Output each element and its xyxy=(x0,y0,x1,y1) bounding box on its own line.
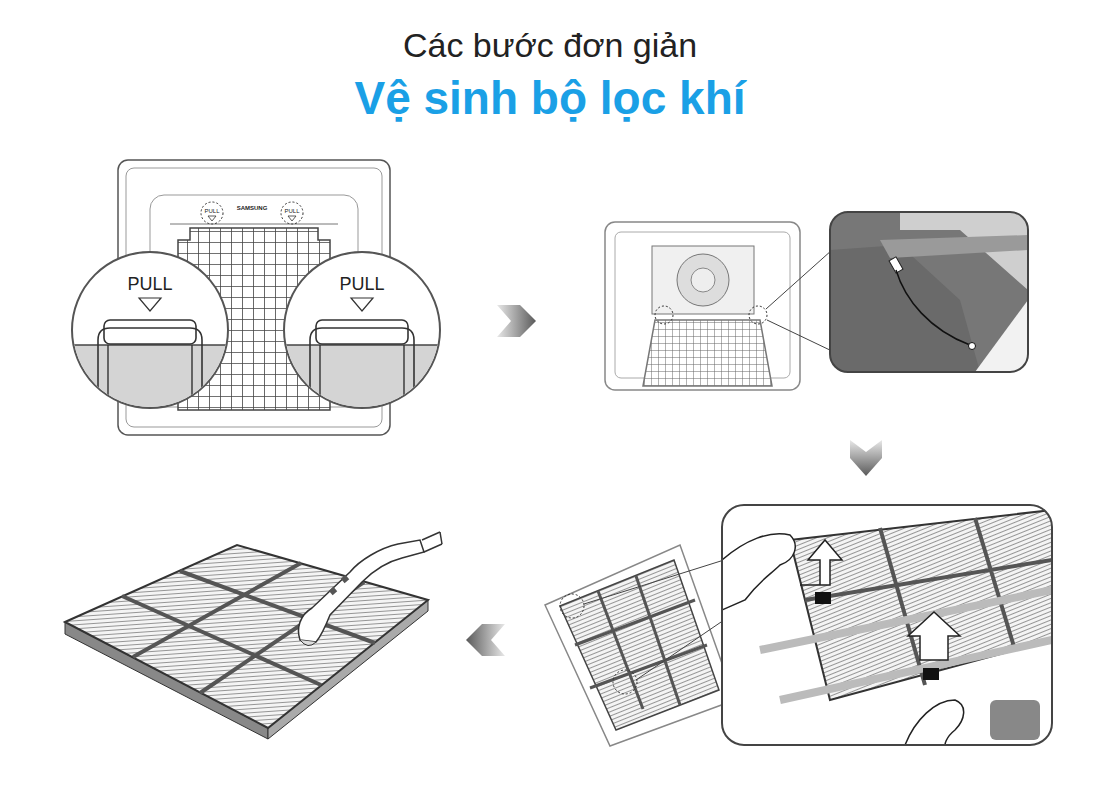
filter-removal xyxy=(560,560,719,730)
inset-hands xyxy=(722,505,1052,745)
open-unit xyxy=(691,268,715,292)
inset-cord xyxy=(830,212,1028,372)
magnifier-left xyxy=(104,320,196,344)
magnifier-left xyxy=(108,345,192,410)
inset-cord xyxy=(896,270,970,345)
inset-hands xyxy=(722,505,1052,745)
inset-hands xyxy=(760,590,1052,700)
filter-removal xyxy=(575,576,707,709)
inset-hands xyxy=(923,668,939,680)
filter-vacuum xyxy=(300,640,316,646)
filter-vacuum xyxy=(440,532,442,544)
magnifier-left xyxy=(60,252,240,425)
inset-cord xyxy=(969,343,976,350)
open-unit xyxy=(652,246,754,314)
inset-hands xyxy=(990,700,1040,740)
open-unit xyxy=(643,320,772,386)
filter-vacuum xyxy=(299,540,425,642)
pull-mark: PULL xyxy=(284,208,299,215)
filter-vacuum xyxy=(422,532,442,552)
inset-cord xyxy=(880,235,1028,258)
inset-hands xyxy=(905,700,964,745)
step-arrow xyxy=(497,305,536,337)
open-unit xyxy=(655,306,673,324)
magnifier-left xyxy=(60,320,240,425)
title: Vệ sinh bộ lọc khí xyxy=(354,73,745,124)
magnifier-left xyxy=(139,298,161,311)
inset-hands xyxy=(722,534,795,610)
filter-removal xyxy=(545,545,735,746)
step-arrow xyxy=(850,440,882,476)
filter-removal xyxy=(545,545,735,746)
open-unit xyxy=(605,222,834,390)
cassette-unit xyxy=(170,224,338,225)
inset-cord xyxy=(830,212,1028,372)
magnifier-right xyxy=(272,252,452,425)
inset-hands xyxy=(800,540,842,585)
inset-hands xyxy=(815,592,831,604)
magnifier-left xyxy=(60,345,240,425)
step-arrow xyxy=(466,624,505,656)
pull-mark: PULL xyxy=(204,208,219,215)
cassette-unit xyxy=(281,202,303,224)
inset-cord xyxy=(975,300,1028,372)
brand-text: SAMSUNG xyxy=(237,205,268,212)
inset-hands xyxy=(908,612,960,660)
pull-label: PULL xyxy=(339,275,384,295)
magnifier-right xyxy=(272,345,452,425)
open-unit xyxy=(749,306,767,324)
magnifier-right xyxy=(320,345,404,410)
inset-cord xyxy=(830,245,980,372)
magnifier-right xyxy=(316,320,408,344)
filter-removal xyxy=(560,594,584,618)
magnifier-right xyxy=(351,298,373,311)
filter-vacuum xyxy=(122,563,375,693)
magnifier-left xyxy=(98,328,202,410)
open-unit xyxy=(766,250,834,352)
filter-removal xyxy=(613,670,637,694)
magnifier-right xyxy=(310,328,414,410)
inset-hands xyxy=(722,505,1052,745)
subtitle: Các bước đơn giản xyxy=(403,27,697,64)
open-unit xyxy=(677,254,729,306)
filter-vacuum xyxy=(329,587,337,595)
inset-cord xyxy=(830,212,1028,372)
inset-cord xyxy=(830,212,1028,372)
pull-label: PULL xyxy=(127,275,172,295)
open-unit xyxy=(605,222,800,390)
inset-hands xyxy=(722,505,1052,745)
cassette-unit xyxy=(201,202,223,224)
filter-vacuum xyxy=(341,575,349,583)
filter-removal xyxy=(584,560,724,680)
filter-vacuum xyxy=(65,532,442,739)
magnifier-right xyxy=(272,320,452,425)
